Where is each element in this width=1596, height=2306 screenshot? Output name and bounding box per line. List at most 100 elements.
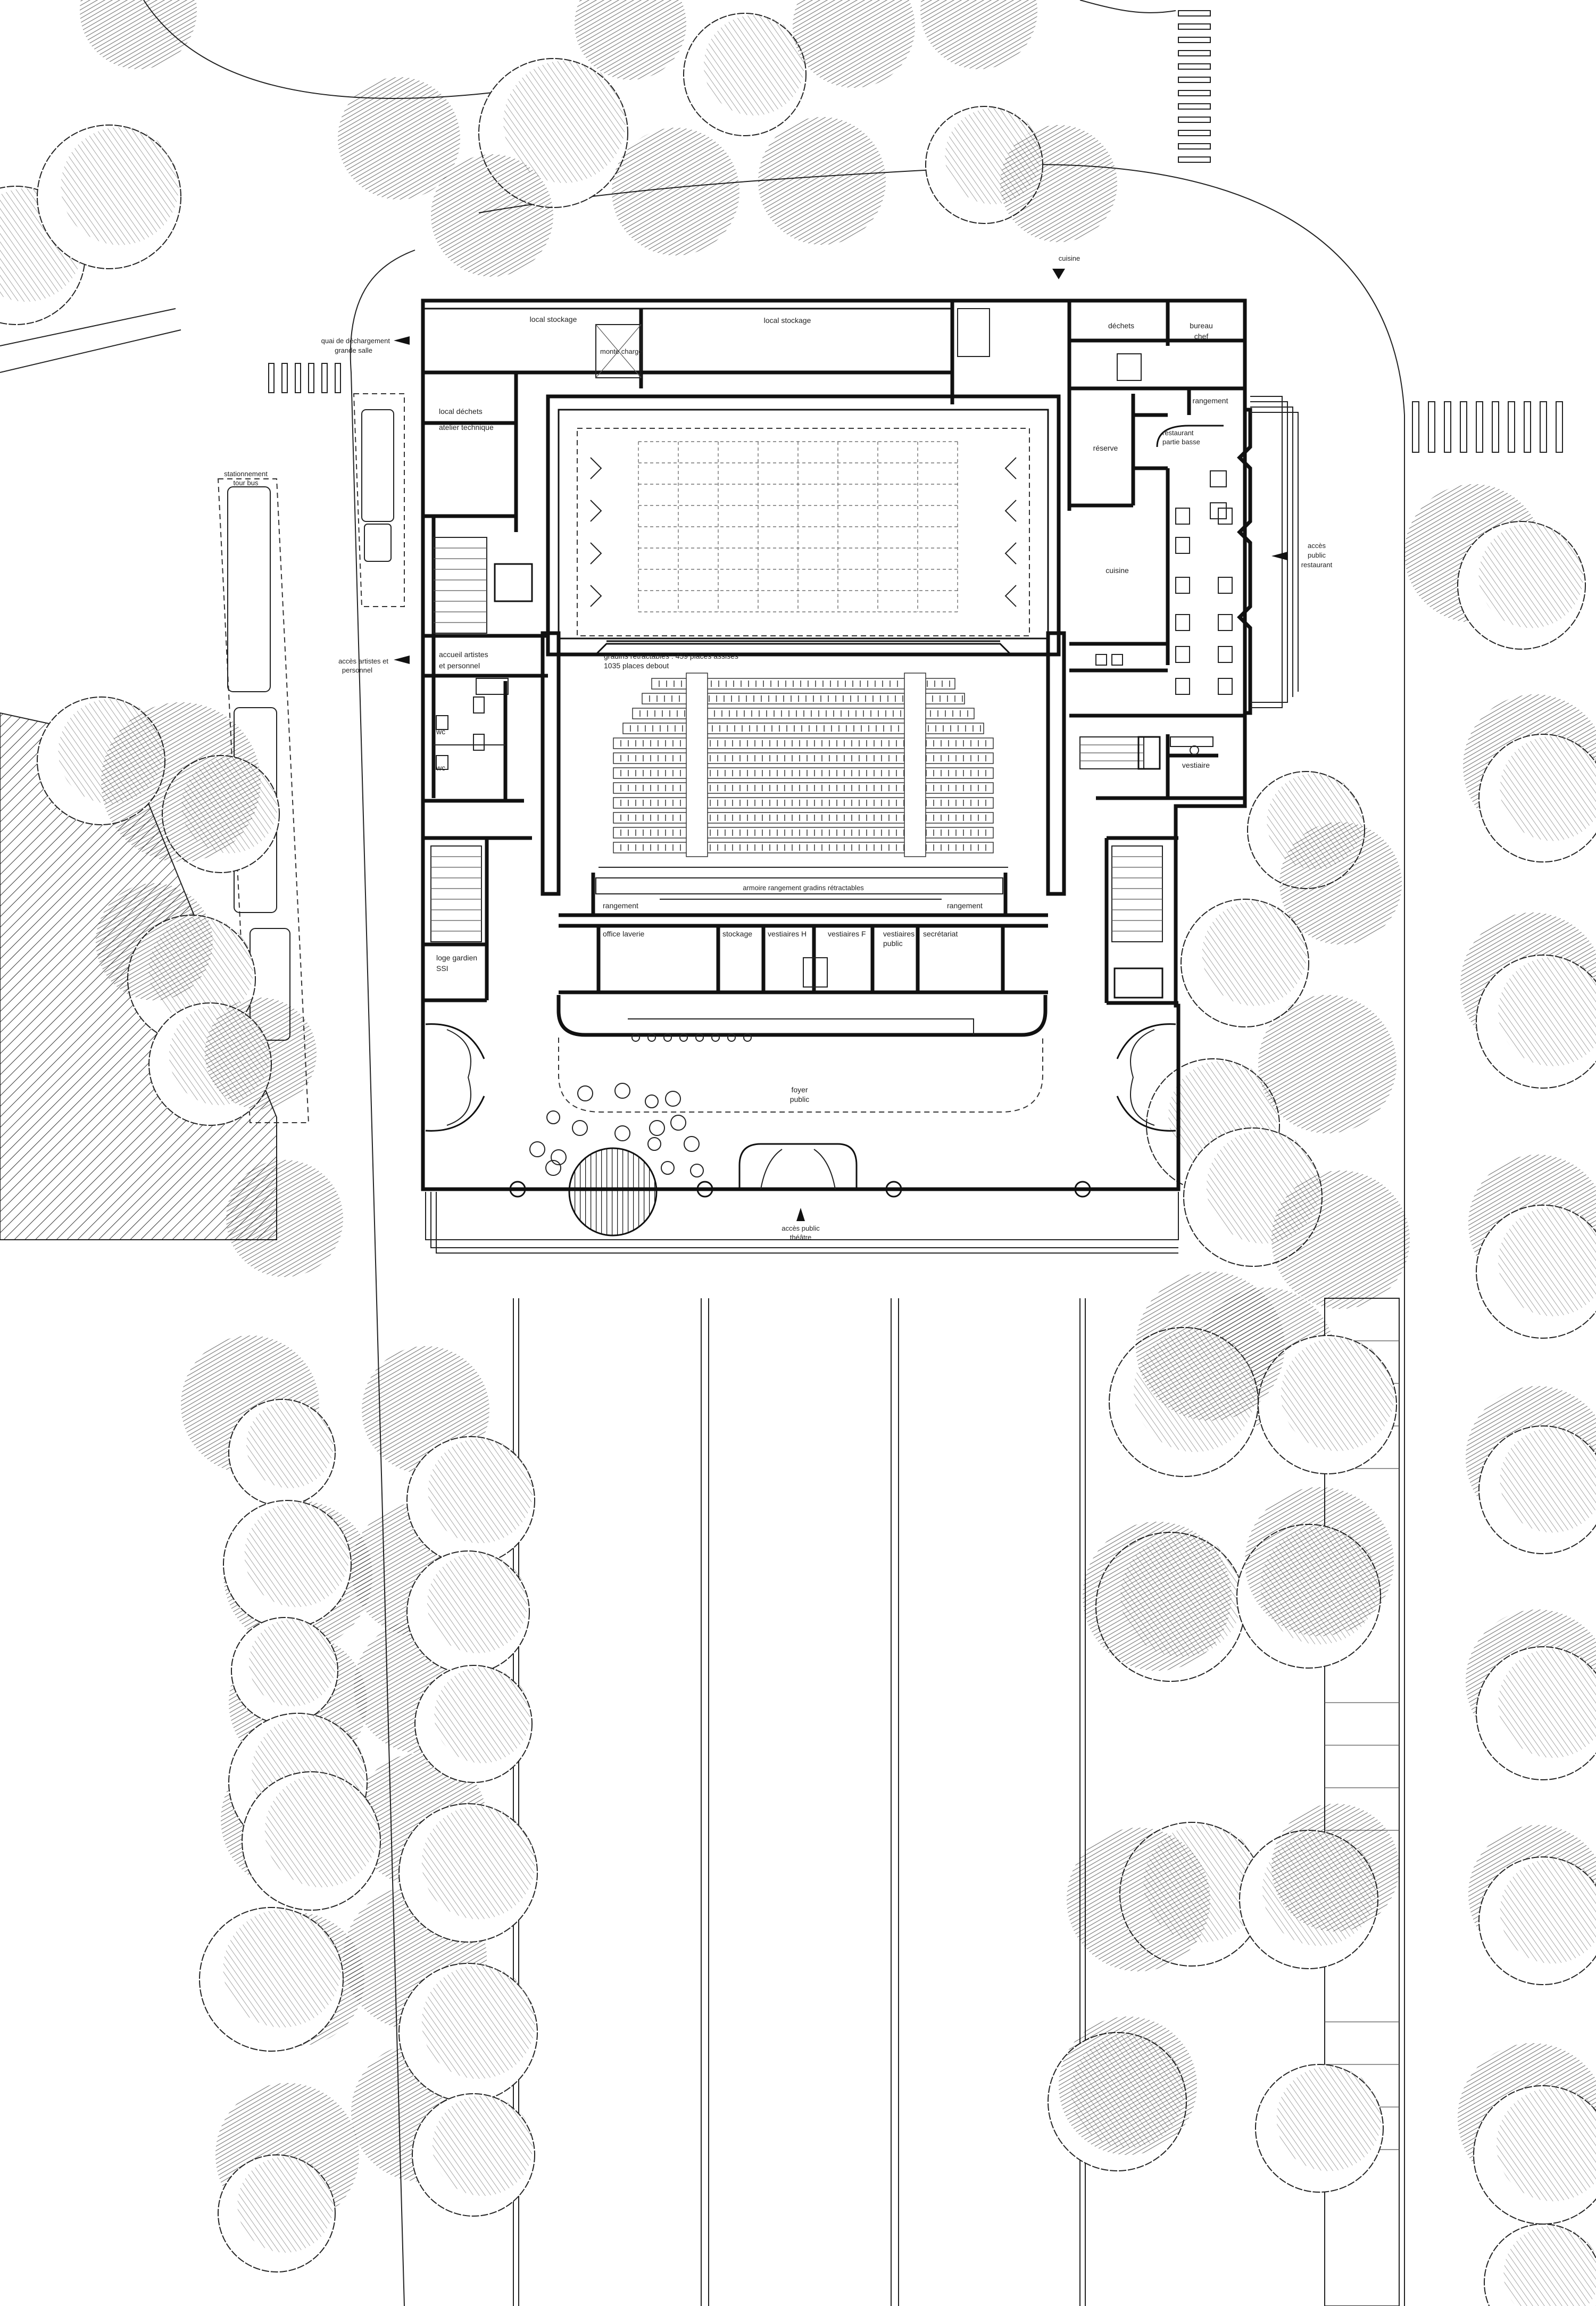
pedestrian-alleys bbox=[513, 1298, 1086, 2306]
seating-row bbox=[613, 812, 994, 824]
crosswalk-top bbox=[1178, 10, 1211, 163]
auditorium-seating bbox=[613, 673, 994, 857]
label-rangement-left: rangement bbox=[603, 901, 638, 910]
label-monte-charge: monte charge bbox=[600, 347, 643, 355]
tree-crown-texture bbox=[503, 61, 626, 183]
label-acces-restaurant-3: restaurant bbox=[1301, 561, 1333, 569]
foyer-cafe-tables bbox=[529, 1083, 704, 1177]
tree-shadow bbox=[1279, 822, 1402, 944]
label-foyer-1: foyer bbox=[791, 1085, 808, 1094]
tree-crown-texture bbox=[1478, 523, 1584, 628]
room-labels: local stockage local stockage monte char… bbox=[436, 315, 1228, 1104]
label-acces-cuisine: cuisine bbox=[1059, 254, 1080, 262]
label-quai-2: grande salle bbox=[335, 346, 372, 354]
label-wc-1: wc bbox=[436, 727, 445, 736]
label-acces-theatre-2: théâtre bbox=[790, 1233, 811, 1241]
tree-crown-texture bbox=[1500, 1428, 1596, 1533]
tree-crown-texture bbox=[61, 127, 179, 245]
crosswalk-left bbox=[268, 363, 341, 393]
tree-shadow bbox=[96, 883, 213, 1000]
tree-crown-texture bbox=[427, 1553, 528, 1654]
label-restaurant-2: partie basse bbox=[1162, 438, 1200, 446]
label-local-stockage-1: local stockage bbox=[530, 315, 577, 323]
tree-crown-texture bbox=[421, 1805, 536, 1920]
tree-shadow bbox=[226, 1160, 343, 1277]
tree-shadow bbox=[1136, 1272, 1285, 1421]
tree-crown-texture bbox=[432, 2095, 533, 2196]
tree-shadow bbox=[612, 128, 739, 255]
label-loge-gardien-2: SSI bbox=[436, 964, 448, 973]
hatched-planter bbox=[568, 1147, 658, 1237]
tree-crown-texture bbox=[1500, 1859, 1596, 1964]
tree-crown-texture bbox=[1498, 1207, 1596, 1316]
tree-shadow bbox=[1000, 125, 1117, 242]
tree-crown-texture bbox=[1276, 2066, 1382, 2171]
label-quai-1: quai de déchargement bbox=[321, 337, 390, 345]
label-dechets: déchets bbox=[1108, 321, 1134, 330]
label-foyer-2: public bbox=[790, 1095, 810, 1104]
tree-shadow bbox=[1245, 1487, 1394, 1636]
tree-crown-texture bbox=[1281, 1337, 1395, 1451]
access-arrows bbox=[394, 269, 1287, 1221]
tree-crown-texture bbox=[249, 1619, 336, 1706]
tree-crown-texture bbox=[1498, 1648, 1596, 1758]
seating-row bbox=[651, 678, 955, 690]
tree-shadow bbox=[205, 998, 317, 1109]
label-loge-gardien-1: loge gardien bbox=[436, 953, 477, 962]
label-accueil-artistes: accueil artistes bbox=[439, 650, 488, 659]
tree-shadow bbox=[1258, 995, 1396, 1133]
label-vestiaire: vestiaire bbox=[1182, 761, 1210, 769]
tree-shadow bbox=[575, 0, 686, 80]
seating-row bbox=[622, 723, 984, 734]
label-bus-2: tour bus bbox=[234, 479, 259, 487]
tree-crown-texture bbox=[703, 15, 804, 116]
label-acces-artistes-1: accès artistes et bbox=[338, 657, 388, 665]
tree-crown-texture bbox=[1500, 736, 1596, 841]
seating-row bbox=[613, 797, 994, 809]
label-reserve: réserve bbox=[1093, 444, 1118, 452]
seating-row bbox=[613, 767, 994, 779]
label-bus-1: stationnement bbox=[224, 470, 268, 478]
seating-aisle bbox=[686, 673, 708, 857]
exterior-labels: quai de déchargement grande salle statio… bbox=[224, 254, 1332, 1241]
stage-grid bbox=[638, 441, 958, 612]
tree-crown-texture bbox=[428, 1438, 533, 1544]
crosswalk-right bbox=[1412, 401, 1563, 453]
seating-row bbox=[613, 827, 994, 839]
tree-shadow bbox=[1059, 2017, 1197, 2155]
tree-shadow bbox=[101, 702, 261, 862]
seating-row bbox=[613, 842, 994, 853]
building bbox=[394, 269, 1299, 1254]
label-bureau-chef-1: bureau bbox=[1190, 321, 1213, 330]
label-acces-restaurant-2: public bbox=[1308, 551, 1326, 559]
label-secretariat: secrétariat bbox=[923, 930, 958, 938]
tree-crown-texture bbox=[421, 1965, 536, 2079]
label-local-stockage-2: local stockage bbox=[764, 316, 811, 325]
tree-shadow bbox=[1271, 1804, 1399, 1931]
label-vestiaires-f: vestiaires F bbox=[828, 930, 866, 938]
tree-crown-texture bbox=[434, 1667, 530, 1763]
tree-shadow bbox=[338, 77, 460, 200]
seating-aisle bbox=[904, 673, 926, 857]
label-vestiaires-public-1: vestiaires bbox=[883, 930, 915, 938]
label-atelier-technique: atelier technique bbox=[439, 423, 494, 432]
seating-row bbox=[632, 708, 975, 719]
label-accueil-personnel: et personnel bbox=[439, 661, 480, 670]
tree-shadow bbox=[1067, 1828, 1210, 1971]
seating-row bbox=[613, 752, 994, 764]
label-bureau-chef-2: chef bbox=[1194, 332, 1209, 341]
label-rangement-top: rangement bbox=[1193, 396, 1228, 405]
tree-shadow bbox=[758, 117, 886, 245]
tree-crown-texture bbox=[1202, 901, 1307, 1006]
label-stockage: stockage bbox=[722, 930, 752, 938]
label-acces-theatre-1: accès public bbox=[782, 1224, 820, 1232]
label-office-laverie: office laverie bbox=[603, 930, 645, 938]
tree-shadow bbox=[1083, 1522, 1232, 1671]
flower-planters bbox=[509, 1181, 1091, 1198]
label-gradins-2: 1035 places debout bbox=[604, 661, 669, 670]
label-rangement-right: rangement bbox=[947, 901, 983, 910]
tree-shadow bbox=[431, 154, 553, 277]
tree-crown-texture bbox=[237, 2156, 334, 2253]
label-gradins-1: gradins rétractables : 459 places assise… bbox=[604, 652, 738, 660]
